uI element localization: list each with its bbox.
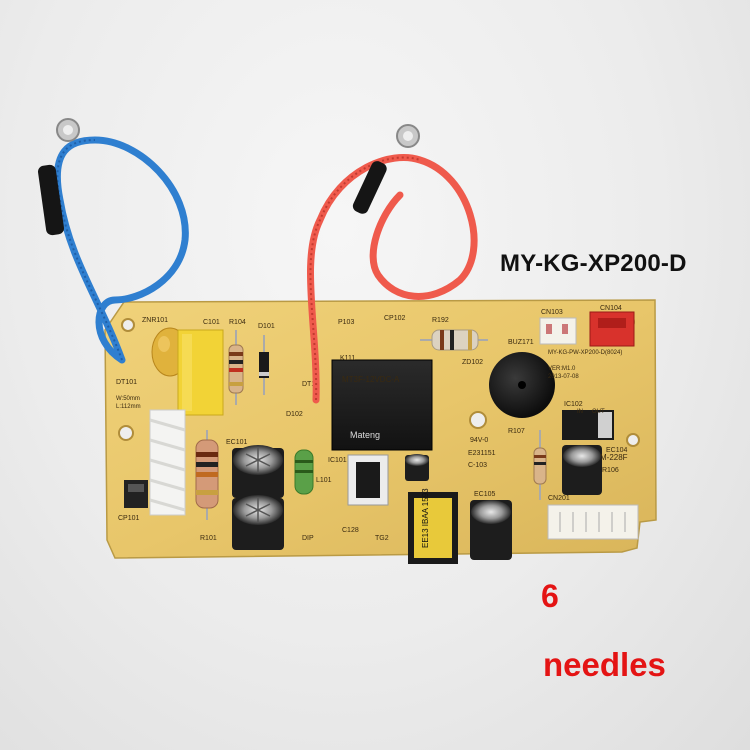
cert-c103: C-103 [468, 462, 487, 469]
connector-cn201 [547, 504, 639, 540]
electrolytic-capacitors [232, 445, 284, 550]
label-dt1: DT1 [302, 381, 315, 388]
label-ec104: EC104 [606, 447, 628, 454]
label-ic101: IC101 [328, 457, 347, 464]
label-c101: C101 [203, 319, 220, 326]
red-wire [306, 124, 478, 404]
label-p103: P103 [338, 319, 354, 326]
label-r104: R104 [229, 319, 246, 326]
resistor-r104 [228, 330, 244, 405]
label-d102: D102 [286, 411, 303, 418]
capacitor-ec105 [470, 500, 512, 560]
label-r106: R106 [602, 467, 619, 474]
relay-model: MT3F-12VDC-A [342, 375, 400, 384]
label-cp101: CP101 [118, 515, 140, 522]
connector-cn103 [539, 317, 577, 345]
pcb-version: VER:M1.0 [548, 366, 576, 372]
pcb-date: 2013-07-08 [548, 374, 579, 380]
label-r192: R192 [432, 317, 449, 324]
label-tg2: TG2 [375, 535, 389, 542]
label-d101: D101 [258, 323, 275, 330]
transformer-label: EE13 IBAA 1593 [421, 488, 430, 548]
pcb-marking: MY-KG-PW-XP200-D(8024) [548, 350, 622, 356]
resistor-r192 [420, 329, 488, 351]
label-in: IN [577, 409, 583, 415]
pin-unit-caption: needles [543, 646, 666, 683]
label-znr101: ZNR101 [142, 317, 168, 324]
inductor-label: M-228F [600, 453, 628, 462]
regulator-ic102 [562, 410, 614, 440]
label-dt101: DT101 [116, 379, 137, 386]
label-r101: R101 [200, 535, 217, 542]
label-ic102: IC102 [564, 401, 583, 408]
blue-ground-wire [37, 118, 189, 364]
label-ec101: EC101 [226, 439, 248, 446]
label-l101: L101 [316, 477, 332, 484]
inductor-l101 [294, 449, 314, 495]
label-cn104: CN104 [600, 305, 622, 312]
label-dip: DIP [302, 535, 314, 542]
model-number-caption: MY-KG-XP200-D [500, 250, 687, 277]
label-cn103: CN103 [541, 309, 563, 316]
capacitor-c105 [405, 454, 429, 481]
silkscreen-text: ZNR101 C101 R104 D101 P103 CP102 R192 CN… [116, 305, 628, 542]
capacitor-ec104 [562, 445, 602, 495]
label-zd102: ZD102 [462, 359, 483, 366]
label-cn201: CN201 [548, 495, 570, 502]
label-width: W:50mm [116, 396, 140, 402]
label-c128: C128 [342, 527, 359, 534]
film-capacitor [177, 329, 224, 416]
resistor-r101 [195, 430, 219, 520]
label-k111: K111 [340, 355, 355, 362]
label-cp102: CP102 [384, 315, 406, 322]
resistor-r107 [533, 430, 547, 500]
cert-94v0: 94V-0 [470, 437, 488, 444]
pin-count-caption: 6 [541, 578, 559, 614]
label-ec105: EC105 [474, 491, 496, 498]
relay: MT3F-12VDC-A Mateng [331, 359, 433, 451]
label-r107: R107 [508, 428, 525, 435]
label-buz171: BUZ171 [508, 339, 534, 346]
cert-e231151: E231151 [468, 450, 496, 457]
connector-cp101 [124, 480, 148, 508]
buzzer [489, 352, 555, 418]
transformer: EE13 IBAA 1593 [408, 488, 458, 564]
label-length: L:112mm [116, 404, 141, 410]
diode-d101 [259, 335, 269, 395]
connector-cn104 [589, 311, 635, 347]
relay-brand: Mateng [350, 430, 380, 440]
label-out: OUT [592, 409, 605, 415]
ic101-chip [347, 454, 389, 506]
ceramic-resistor [149, 409, 186, 516]
